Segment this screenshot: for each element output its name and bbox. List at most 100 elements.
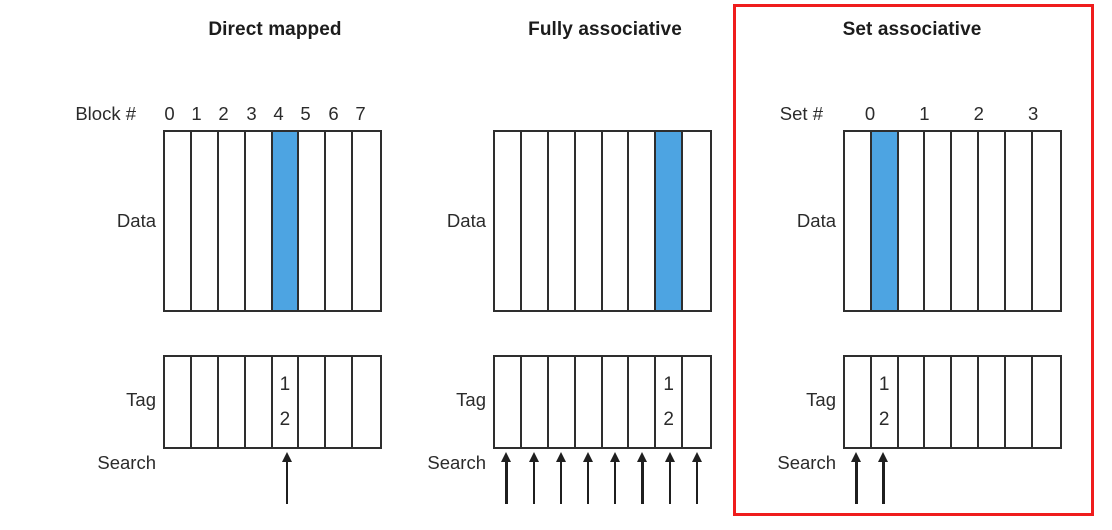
search-arrow-head-icon xyxy=(851,452,862,462)
search-arrow-line xyxy=(559,462,563,504)
tag-value-group: 1 2 xyxy=(280,375,291,429)
data-cell-filled xyxy=(272,132,300,310)
tag-cell xyxy=(629,357,657,447)
search-arrow-line xyxy=(532,462,535,504)
tag-cell-tagged: 1 2 xyxy=(272,357,300,447)
data-label-direct-mapped: Data xyxy=(116,210,156,231)
tag-value-bottom: 2 xyxy=(663,409,674,430)
tag-cell xyxy=(898,357,926,447)
tag-grid-fully-associative: 1 2 xyxy=(493,355,712,449)
search-arrow-head-icon xyxy=(637,452,648,462)
column-index-0: 0 xyxy=(164,103,175,124)
data-cell xyxy=(218,132,246,310)
tag-cell xyxy=(602,357,630,447)
search-arrow-head-icon xyxy=(555,452,566,462)
data-cell xyxy=(245,132,273,310)
data-cell xyxy=(979,132,1007,310)
search-arrow-line xyxy=(614,462,617,504)
tag-value-group: 1 2 xyxy=(879,375,890,429)
tag-cell xyxy=(326,357,354,447)
search-arrow-head-icon xyxy=(691,452,702,462)
search-arrow-head-icon xyxy=(501,452,512,462)
tag-cell xyxy=(495,357,522,447)
search-arrow-head-icon xyxy=(610,452,621,462)
tag-label-direct-mapped: Tag xyxy=(126,389,156,410)
tag-grid-direct-mapped: 1 2 xyxy=(163,355,382,449)
set-index-1: 1 xyxy=(919,103,930,124)
tag-cell xyxy=(952,357,980,447)
tag-value-top: 1 xyxy=(663,374,674,395)
search-arrow-head-icon xyxy=(281,452,292,462)
tag-cell xyxy=(575,357,603,447)
search-arrow-head-icon xyxy=(664,452,675,462)
tag-value-bottom: 2 xyxy=(279,409,291,430)
tag-cell xyxy=(1032,357,1060,447)
data-cell xyxy=(326,132,354,310)
search-arrow-line xyxy=(855,462,858,504)
column-index-6: 6 xyxy=(328,103,339,124)
column-index-3: 3 xyxy=(246,103,257,124)
search-arrow-line xyxy=(882,462,885,504)
tag-grid-set-associative: 1 2 xyxy=(842,355,1062,449)
search-arrow-line xyxy=(695,462,699,504)
data-cell xyxy=(299,132,327,310)
panel-title-direct-mapped: Direct mapped xyxy=(208,19,342,40)
block-number-label: Block # xyxy=(75,103,136,124)
panel-title-set-associative: Set associative xyxy=(842,19,982,40)
data-cell xyxy=(575,132,603,310)
tag-cell xyxy=(165,357,192,447)
search-arrow-line xyxy=(586,462,590,504)
data-label-fully-associative: Data xyxy=(446,210,486,231)
search-arrow-line xyxy=(641,462,644,504)
search-arrow-line xyxy=(285,462,289,504)
tag-value-group: 1 2 xyxy=(663,375,674,429)
tag-cell xyxy=(191,357,219,447)
tag-label-fully-associative: Tag xyxy=(456,389,486,410)
data-cell xyxy=(602,132,630,310)
tag-cell xyxy=(844,357,872,447)
data-cell xyxy=(548,132,576,310)
tag-value-bottom: 2 xyxy=(878,409,890,430)
data-cell-filled xyxy=(656,132,684,310)
data-grid-set-associative xyxy=(842,130,1062,312)
set-index-3: 3 xyxy=(1028,103,1039,124)
tag-cell-tagged: 1 2 xyxy=(656,357,684,447)
search-label-direct-mapped: Search xyxy=(97,452,156,473)
data-cell xyxy=(521,132,549,310)
tag-cell xyxy=(299,357,327,447)
search-label-fully-associative: Search xyxy=(427,452,486,473)
search-arrow-line xyxy=(668,462,671,504)
tag-cell xyxy=(521,357,549,447)
data-cell xyxy=(898,132,926,310)
data-cell xyxy=(952,132,980,310)
data-grid-fully-associative xyxy=(493,130,712,312)
search-arrow-head-icon xyxy=(582,452,593,462)
tag-label-set-associative: Tag xyxy=(806,389,836,410)
data-cell xyxy=(844,132,872,310)
set-number-label: Set # xyxy=(779,103,823,124)
data-label-set-associative: Data xyxy=(796,210,836,231)
tag-value-top: 1 xyxy=(279,374,291,395)
tag-cell xyxy=(1006,357,1033,447)
data-cell xyxy=(925,132,953,310)
tag-cell-tagged: 1 2 xyxy=(871,357,899,447)
data-cell xyxy=(1006,132,1033,310)
search-arrow-line xyxy=(505,462,508,504)
tag-cell xyxy=(245,357,273,447)
tag-cell xyxy=(925,357,953,447)
data-cell xyxy=(683,132,710,310)
column-index-7: 7 xyxy=(355,103,366,124)
tag-cell xyxy=(218,357,246,447)
column-index-1: 1 xyxy=(191,103,202,124)
data-cell xyxy=(165,132,192,310)
column-index-4: 4 xyxy=(273,103,284,124)
search-arrow-head-icon xyxy=(878,452,889,462)
search-label-set-associative: Search xyxy=(777,452,836,473)
tag-cell xyxy=(548,357,576,447)
tag-cell xyxy=(353,357,380,447)
tag-cell xyxy=(979,357,1007,447)
search-arrow-head-icon xyxy=(528,452,539,462)
column-index-5: 5 xyxy=(300,103,311,124)
set-index-2: 2 xyxy=(973,103,984,124)
